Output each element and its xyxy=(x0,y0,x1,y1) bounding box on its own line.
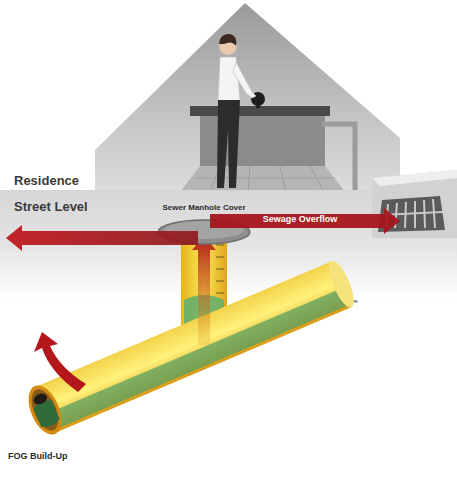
part-label: Sewer Manhole Cover xyxy=(162,204,245,213)
flow-label: Sewage Overflow xyxy=(263,215,338,225)
region-label: Residence xyxy=(14,174,79,188)
region-label: Street Level xyxy=(14,200,88,214)
part-label: FOG Build-Up xyxy=(8,452,68,462)
